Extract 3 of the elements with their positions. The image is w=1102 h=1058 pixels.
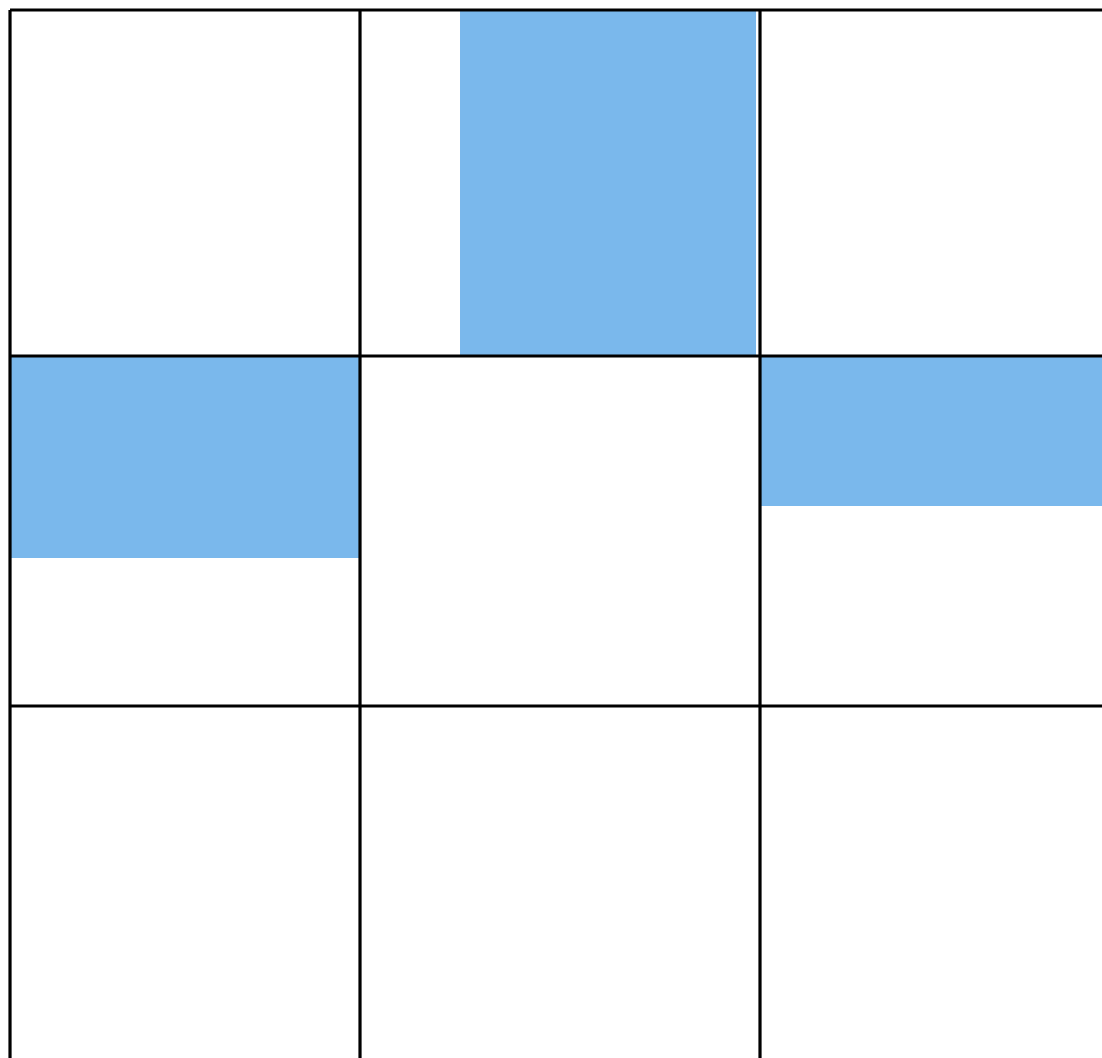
shaded-box [460,10,756,356]
shaded-box [760,356,1102,506]
shaded-box [10,356,360,558]
